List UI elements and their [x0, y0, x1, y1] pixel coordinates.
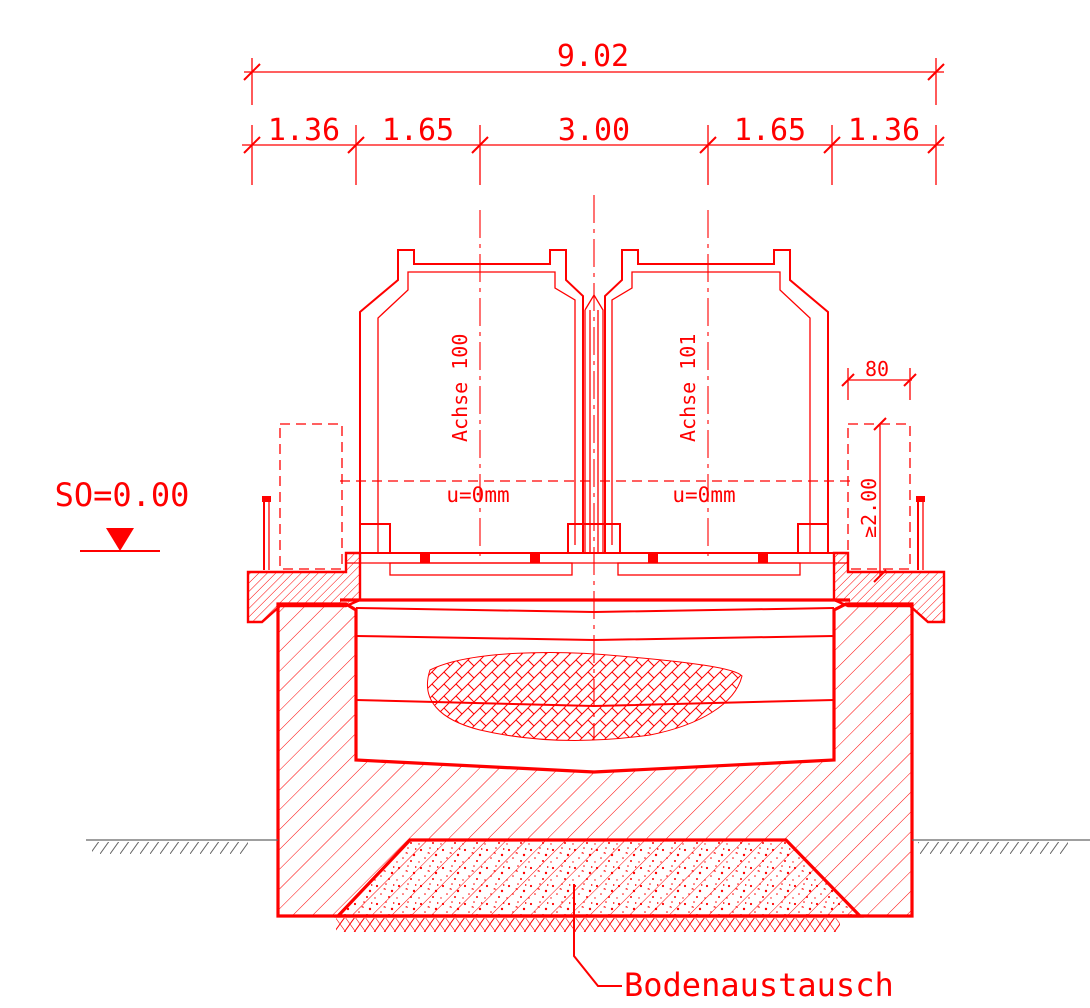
segment-right-outer-label: 1.36 — [848, 113, 920, 148]
clearance-dimension — [841, 368, 917, 583]
level-label: SO=0.00 — [55, 476, 190, 514]
soil-leader — [573, 884, 622, 987]
dimension-chain — [242, 58, 945, 185]
segment-left-inner-label: 1.65 — [382, 113, 454, 148]
cant-right-label: u=0mm — [672, 483, 735, 507]
walkway-right — [847, 423, 925, 570]
segment-right-inner-label: 1.65 — [734, 113, 806, 148]
segment-center-label: 3.00 — [558, 113, 630, 148]
segment-left-outer-label: 1.36 — [268, 113, 340, 148]
cant-left-label: u=0mm — [446, 483, 509, 507]
axis-101-label: Achse 101 — [676, 334, 700, 442]
ground-right — [912, 839, 1090, 854]
track-deck — [346, 552, 848, 576]
clearance-height-label: ≥2.00 — [857, 478, 881, 538]
overall-width-label: 9.02 — [557, 39, 629, 74]
axis-100-label: Achse 100 — [448, 334, 472, 442]
ground-left — [86, 839, 278, 854]
soil-exchange-label: Bodenaustausch — [624, 966, 894, 1004]
center-lines — [479, 195, 709, 740]
clearance-profile-right — [600, 249, 850, 554]
clearance-profile-left — [340, 249, 590, 554]
walkway-left — [262, 423, 343, 570]
level-marker — [80, 528, 160, 552]
clearance-width-label: 80 — [865, 357, 889, 381]
soil-exchange — [334, 838, 864, 932]
